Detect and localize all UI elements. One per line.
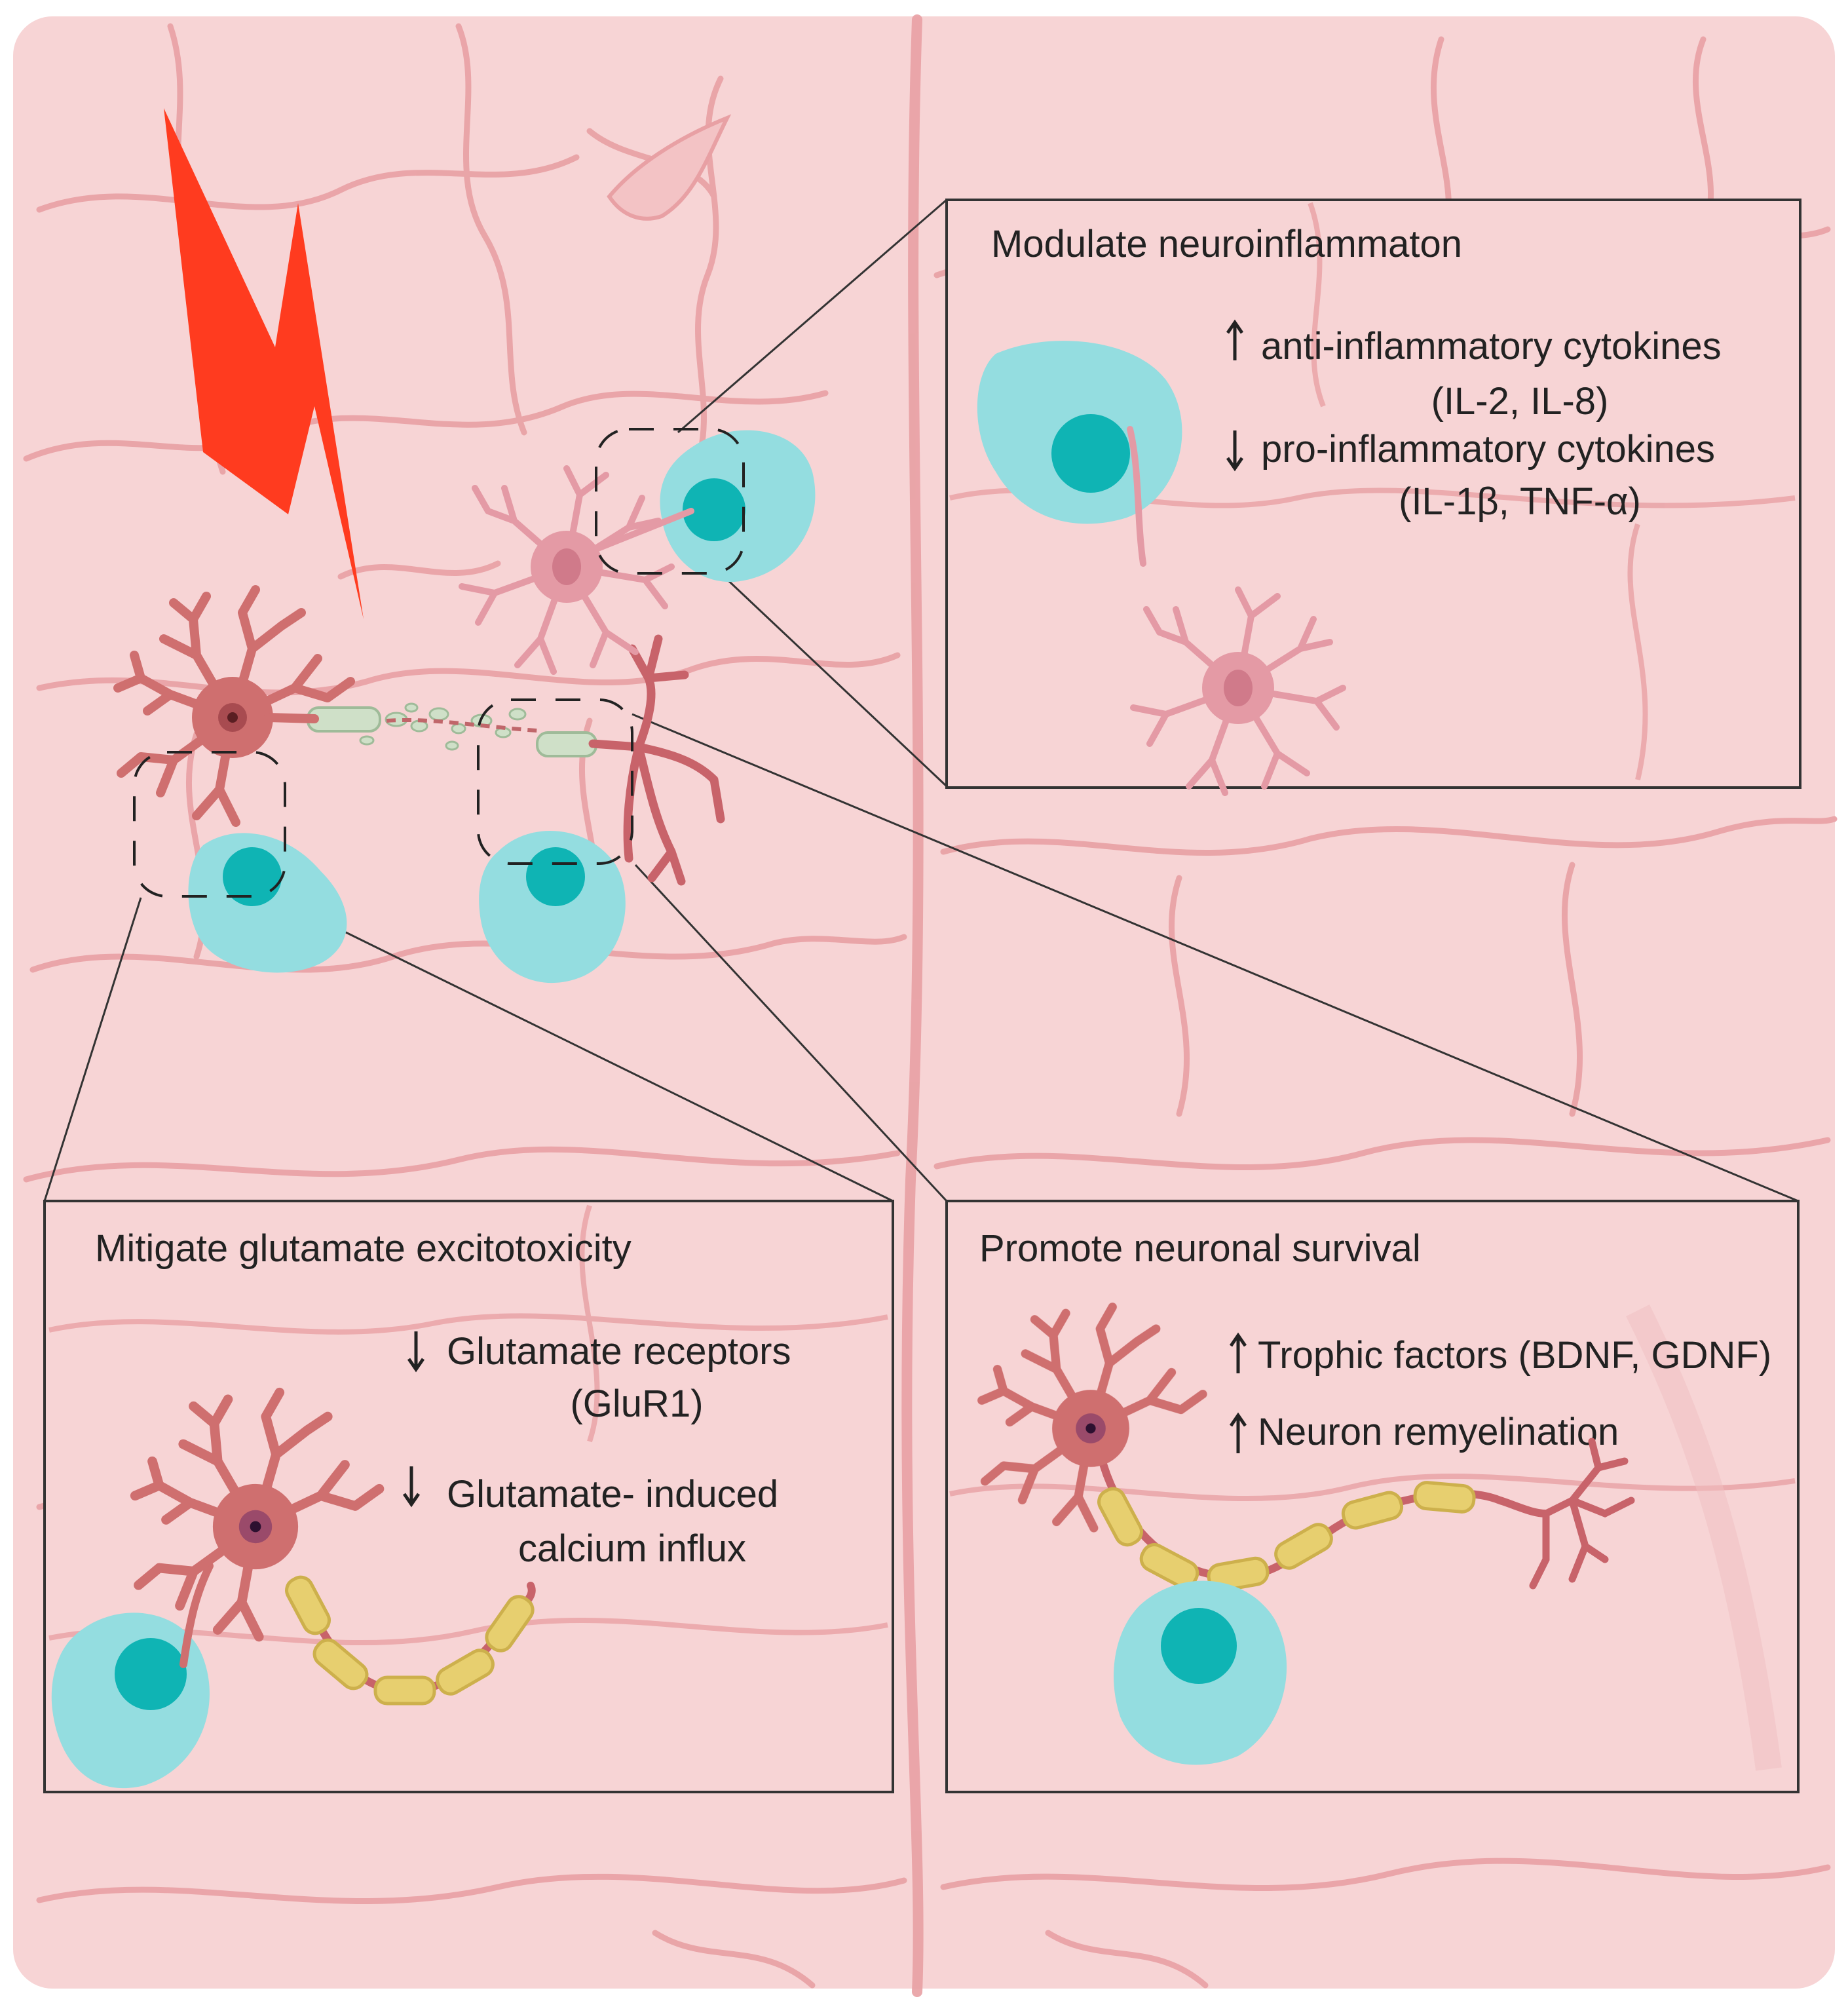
text-line: Trophic factors (BDNF, GDNF) [1258,1334,1771,1377]
text-line: (GluR1) [570,1383,703,1425]
panel-title: Modulate neuroinflammaton [991,223,1462,265]
connector-lines [43,199,1799,1202]
text-line: (IL-2, IL-8) [1431,380,1609,423]
panel-title: Promote neuronal survival [979,1227,1421,1270]
text-line: calcium influx [518,1527,746,1570]
text-line: anti-inflammatory cytokines [1261,325,1722,368]
astrocyte-icon [462,468,671,672]
neuron-icon [118,590,350,822]
axon-terminal [1529,1438,1635,1590]
panel-neuroinflammation: Modulate neuroinflammaton anti-inflammat… [945,199,1801,793]
main-scene [118,428,816,983]
panel-title: Mitigate glutamate excitotoxicity [95,1227,632,1270]
stem-cell-icon [51,1612,210,1789]
text-line: (IL-1β, TNF-α) [1399,480,1641,523]
stem-cell-icon [1114,1580,1287,1765]
stem-cell-icon [479,830,626,983]
zoom-markers [133,428,745,898]
neuron-icon [135,1392,379,1637]
panel-survival: Promote neuronal survival Trophic factor… [945,1200,1800,1793]
neuron-icon [982,1307,1203,1528]
stem-cell-icon [660,430,816,582]
myelin-sheath [1097,1481,1476,1593]
panel-excitotoxicity: Mitigate glutamate excitotoxicity Glutam… [43,1200,894,1793]
stem-cell-icon [188,833,347,973]
lightning-bolt-icon [164,108,364,619]
text-line: Glutamate receptors [447,1330,791,1373]
stem-cell-icon [977,341,1182,524]
text-line: pro-inflammatory cytokines [1261,428,1715,470]
damaged-axon [307,702,597,757]
myelin-sheath [285,1575,535,1706]
text-line: Glutamate- induced [447,1473,778,1516]
text-line: Neuron remyelination [1258,1411,1619,1453]
axon-terminal [588,634,725,886]
astrocyte-icon [1133,590,1343,793]
